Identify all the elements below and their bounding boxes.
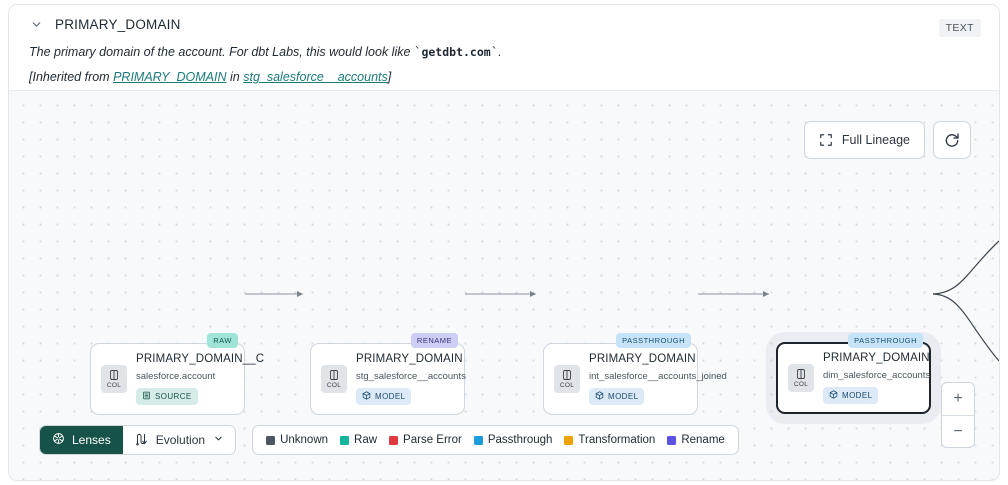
lenses-label: Lenses bbox=[72, 433, 111, 447]
legend-label: Passthrough bbox=[487, 434, 553, 446]
full-lineage-button[interactable]: Full Lineage bbox=[803, 121, 925, 159]
refresh-button[interactable] bbox=[933, 121, 971, 159]
column-description: The primary domain of the account. For d… bbox=[29, 44, 981, 60]
node-tag: SOURCE bbox=[136, 388, 198, 406]
legend-item: Passthrough bbox=[473, 434, 553, 446]
column-type-badge: TEXT bbox=[938, 19, 981, 37]
evolution-label: Evolution bbox=[155, 433, 206, 447]
legend-label: Rename bbox=[681, 434, 725, 446]
lineage-node[interactable]: RAW COL PRIMARY_DOMAIN__C salesforce.acc… bbox=[90, 333, 264, 415]
legend-item: Raw bbox=[340, 434, 377, 446]
aperture-icon bbox=[52, 432, 65, 448]
inherited-model-link[interactable]: stg_salesforce__accounts bbox=[243, 70, 388, 85]
column-icon: COL bbox=[788, 364, 814, 392]
column-chip-label: COL bbox=[106, 382, 122, 389]
node-title: PRIMARY_DOMAIN bbox=[823, 351, 930, 364]
legend-item: Transformation bbox=[564, 434, 655, 446]
node-tag-label: MODEL bbox=[608, 392, 639, 402]
cube-icon bbox=[595, 391, 604, 402]
column-icon: COL bbox=[321, 365, 347, 393]
column-chip-label: COL bbox=[559, 382, 575, 389]
cube-icon bbox=[829, 390, 838, 401]
legend-swatch bbox=[667, 435, 677, 445]
inherited-prefix: [Inherited from bbox=[29, 70, 114, 85]
legend-item: Parse Error bbox=[389, 434, 462, 446]
full-lineage-label: Full Lineage bbox=[841, 133, 910, 147]
node-title: PRIMARY_DOMAIN bbox=[356, 352, 463, 365]
legend-swatch bbox=[340, 435, 350, 445]
column-icon: COL bbox=[101, 365, 127, 393]
canvas-bottom-bar: Lenses Evolution Unknown bbox=[39, 425, 739, 455]
lineage-node-selected[interactable]: PASSTHROUGH COL PRIMARY_DOMAIN dim_sales… bbox=[776, 333, 931, 414]
lineage-node[interactable]: RENAME COL PRIMARY_DOMAIN stg_salesforce… bbox=[310, 333, 466, 415]
node-body: PRIMARY_DOMAIN dim_salesforce_accounts M… bbox=[823, 351, 931, 405]
column-icon: COL bbox=[554, 365, 580, 393]
node-tag: MODEL bbox=[356, 388, 412, 406]
node-tag-label: MODEL bbox=[375, 392, 406, 402]
lineage-canvas[interactable]: Full Lineage RAW COL PRIMARY_DOMAIN__C s… bbox=[9, 90, 999, 480]
cube-icon bbox=[362, 391, 371, 402]
title-row: PRIMARY_DOMAIN bbox=[29, 17, 981, 32]
node-tag-label: SOURCE bbox=[155, 392, 192, 402]
inherited-from: [Inherited from PRIMARY_DOMAIN in stg_sa… bbox=[29, 70, 981, 84]
node-tag: MODEL bbox=[589, 388, 645, 406]
backtick-open: ` bbox=[413, 44, 422, 59]
node-body: PRIMARY_DOMAIN int_salesforce__accounts_… bbox=[589, 352, 727, 406]
description-suffix: . bbox=[498, 45, 502, 59]
node-badge: PASSTHROUGH bbox=[616, 333, 691, 348]
column-chip-label: COL bbox=[326, 382, 342, 389]
node-title: PRIMARY_DOMAIN bbox=[589, 352, 696, 365]
node-title: PRIMARY_DOMAIN__C bbox=[136, 352, 265, 365]
chevron-down-icon bbox=[213, 433, 224, 447]
database-icon bbox=[142, 391, 151, 402]
panel-header: PRIMARY_DOMAIN TEXT The primary domain o… bbox=[9, 5, 999, 90]
column-chip-label: COL bbox=[793, 381, 809, 388]
node-tag: MODEL bbox=[823, 387, 879, 405]
legend-item: Rename bbox=[667, 434, 725, 446]
legend-swatch bbox=[266, 435, 276, 445]
legend-label: Unknown bbox=[280, 434, 329, 446]
edge-out-2 bbox=[932, 293, 999, 362]
page-title: PRIMARY_DOMAIN bbox=[55, 17, 181, 32]
node-body: PRIMARY_DOMAIN stg_salesforce__accounts … bbox=[356, 352, 466, 406]
canvas-top-controls: Full Lineage bbox=[803, 121, 971, 159]
lenses-button[interactable]: Lenses bbox=[40, 426, 123, 454]
description-code: getdbt.com bbox=[421, 45, 491, 59]
edge-out-1 bbox=[932, 240, 999, 295]
node-subtitle: stg_salesforce__accounts bbox=[356, 370, 466, 382]
inherited-column-link[interactable]: PRIMARY_DOMAIN bbox=[113, 70, 227, 85]
lens-group: Lenses Evolution bbox=[39, 425, 237, 455]
node-tag-label: MODEL bbox=[842, 391, 873, 401]
node-badge: RENAME bbox=[410, 333, 458, 348]
legend-item: Unknown bbox=[266, 434, 328, 446]
backtick-close: ` bbox=[490, 44, 499, 59]
legend-label: Parse Error bbox=[403, 434, 462, 446]
node-subtitle: dim_salesforce_accounts bbox=[823, 369, 931, 381]
chevron-down-icon[interactable] bbox=[29, 18, 43, 32]
refresh-icon bbox=[944, 132, 960, 148]
inherited-mid: in bbox=[226, 70, 244, 85]
zoom-controls: + − bbox=[941, 382, 975, 448]
evolution-dropdown[interactable]: Evolution bbox=[122, 426, 236, 454]
column-lineage-panel: PRIMARY_DOMAIN TEXT The primary domain o… bbox=[8, 4, 1000, 481]
zoom-out-button[interactable]: − bbox=[942, 415, 974, 447]
inherited-suffix: ] bbox=[387, 70, 392, 85]
node-subtitle: salesforce.account bbox=[136, 370, 216, 382]
legend-swatch bbox=[389, 435, 399, 445]
legend-label: Transformation bbox=[578, 434, 656, 446]
legend-swatch bbox=[473, 435, 483, 445]
description-text: The primary domain of the account. For d… bbox=[29, 45, 414, 59]
legend-label: Raw bbox=[354, 434, 378, 446]
node-subtitle: int_salesforce__accounts_joined bbox=[589, 370, 727, 382]
node-badge: PASSTHROUGH bbox=[848, 333, 923, 348]
evolution-icon bbox=[134, 432, 148, 449]
lineage-node[interactable]: PASSTHROUGH COL PRIMARY_DOMAIN int_sales… bbox=[543, 333, 727, 415]
node-badge: RAW bbox=[207, 333, 238, 348]
legend-swatch bbox=[564, 435, 574, 445]
lineage-legend: Unknown Raw Parse Error Passthrough Tran… bbox=[252, 425, 739, 455]
expand-icon bbox=[819, 133, 833, 147]
node-body: PRIMARY_DOMAIN__C salesforce.account SOU… bbox=[136, 352, 265, 406]
zoom-in-button[interactable]: + bbox=[953, 390, 963, 407]
